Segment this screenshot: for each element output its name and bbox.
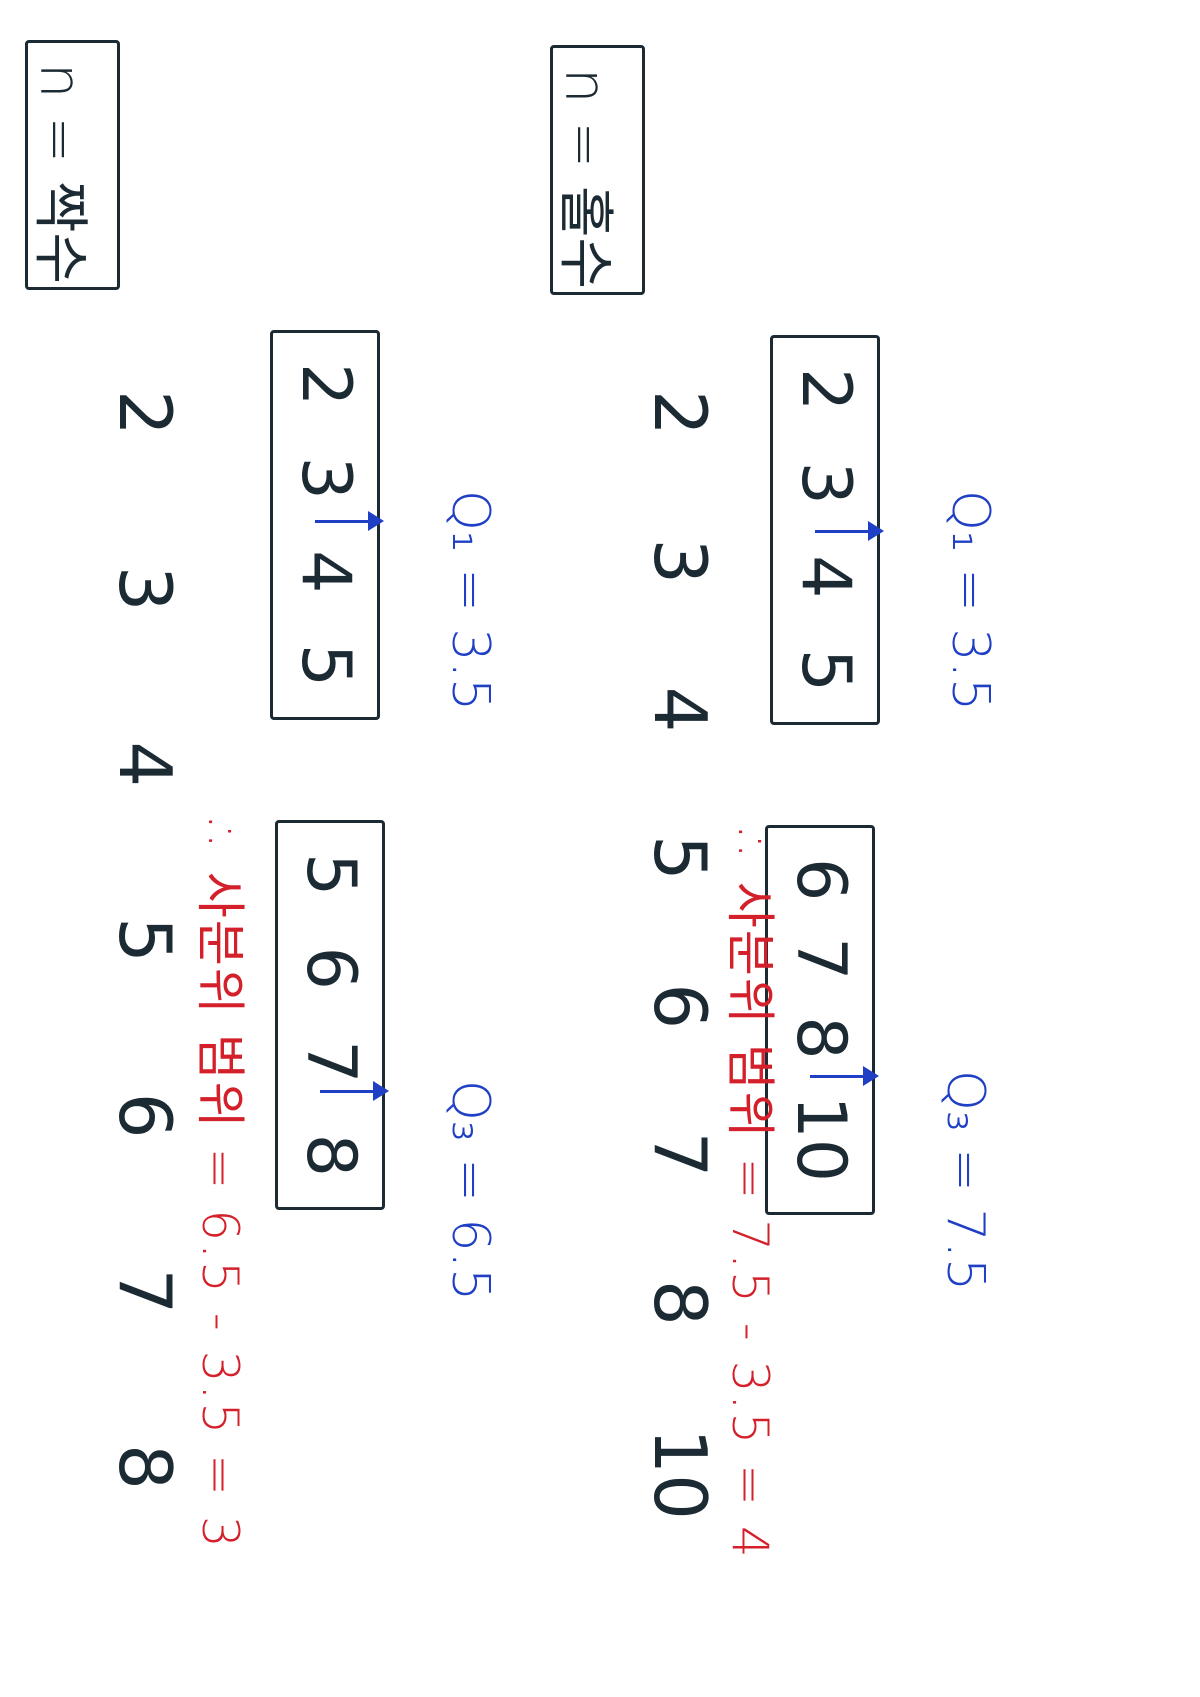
case-even-label: n = 짝수 (27, 63, 92, 285)
case-odd-q1: Q₁ = 3.5 (940, 490, 1000, 712)
case-odd-result: ∴ 사분위 범위 = 7.5 - 3.5 = 4 (721, 830, 779, 1560)
case-even-label-box: n = 짝수 (25, 40, 120, 290)
case-even-q3: Q₃ = 6.5 (440, 1080, 500, 1302)
seq-item: 8 (638, 1279, 722, 1326)
seq-item: 7 (638, 1131, 722, 1178)
half-item: 5 (291, 853, 370, 897)
seq-item: 7 (103, 1268, 187, 1315)
seq-item: 2 (638, 390, 722, 436)
seq-item: 8 (103, 1444, 187, 1490)
q3-arrow (810, 1075, 875, 1078)
half-item: 3 (786, 461, 865, 505)
half-item: 2 (786, 368, 865, 412)
half-item: 8 (291, 1133, 370, 1177)
seq-item: 4 (103, 741, 187, 788)
seq-item: 5 (638, 834, 722, 881)
case-even-q1: Q₁ = 3.5 (440, 490, 500, 712)
half-item: 6 (291, 946, 370, 990)
case-odd-sequence: 2 3 4 5 6 7 8 10 (635, 390, 725, 1520)
seq-item: 4 (638, 686, 722, 733)
half-item: 6 (781, 858, 860, 902)
half-item: 10 (781, 1095, 860, 1182)
half-item: 7 (291, 1040, 370, 1084)
half-item: 4 (786, 555, 865, 599)
seq-item: 3 (103, 565, 187, 612)
q3-arrow (320, 1090, 385, 1093)
seq-item: 2 (103, 390, 187, 436)
case-even-lower-half-box: 2 3 4 5 (270, 330, 380, 720)
seq-item: 6 (638, 983, 722, 1030)
case-odd-label: n = 홀수 (552, 68, 617, 290)
seq-item: 3 (638, 538, 722, 585)
seq-item: 10 (638, 1428, 722, 1520)
half-item: 7 (781, 937, 860, 981)
half-item: 4 (286, 550, 365, 594)
case-even-upper-half-box: 5 6 7 8 (275, 820, 385, 1210)
seq-item: 6 (103, 1092, 187, 1139)
case-even-sequence: 2 3 4 5 6 7 8 (100, 390, 190, 1490)
seq-item: 5 (103, 917, 187, 963)
half-item: 8 (781, 1016, 860, 1060)
half-item: 3 (286, 456, 365, 500)
half-item: 5 (286, 643, 365, 687)
q1-arrow (815, 530, 880, 533)
half-item: 2 (286, 363, 365, 407)
half-item: 5 (786, 648, 865, 692)
case-odd-q3: Q₃ = 7.5 (935, 1070, 995, 1292)
q1-arrow (315, 520, 380, 523)
case-odd-label-box: n = 홀수 (550, 45, 645, 295)
case-even-result: ∴ 사분위 범위 = 6.5 - 3.5 = 3 (191, 820, 249, 1550)
